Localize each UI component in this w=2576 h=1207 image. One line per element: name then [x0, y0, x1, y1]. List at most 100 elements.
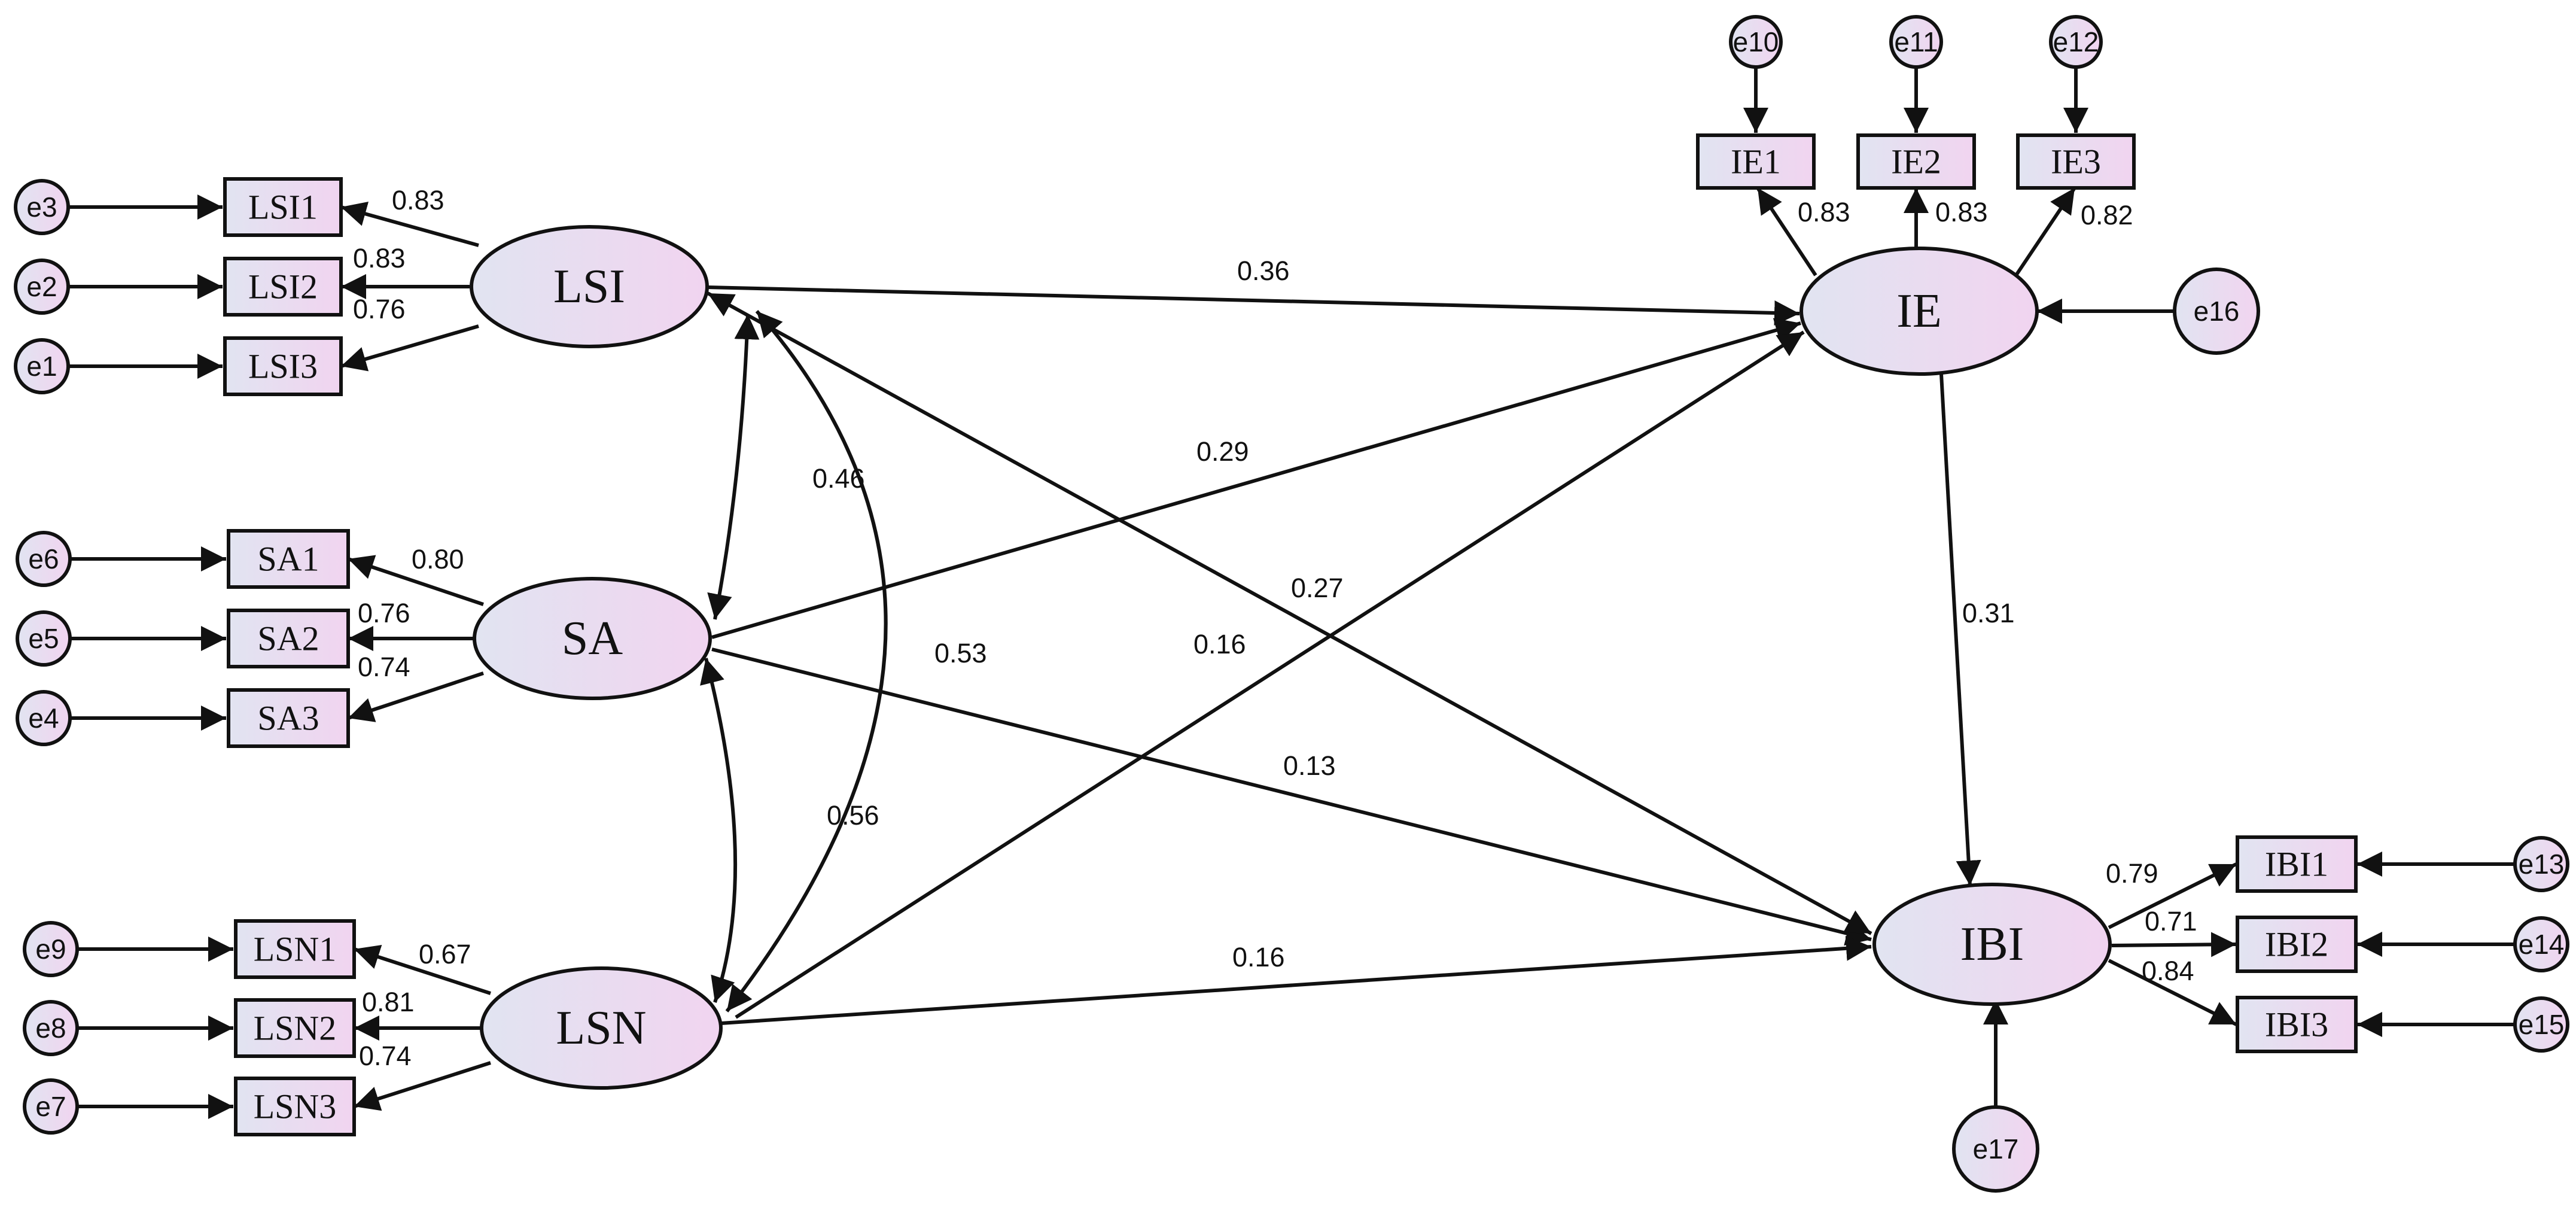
- loading-label-sa1: 0.80: [412, 544, 464, 574]
- path-label-sa-ie: 0.29: [1196, 436, 1249, 467]
- indicator-lsi2-label: LSI2: [248, 267, 318, 306]
- error-e16-label: e16: [2194, 296, 2240, 327]
- path-label-lsi-ibi: 0.27: [1291, 573, 1344, 603]
- nodes-layer: LSI SA LSN IE IBI LSI1 LSI2 LSI3: [14, 15, 2569, 1193]
- indicator-lsi3-label: LSI3: [248, 347, 318, 386]
- indicator-ibi1: IBI1: [2236, 835, 2358, 893]
- error-e10-label: e10: [1733, 26, 1779, 57]
- loading-label-ie3: 0.82: [2081, 200, 2133, 230]
- loading-label-sa2: 0.76: [358, 598, 410, 628]
- indicator-lsi2: LSI2: [223, 257, 343, 317]
- indicator-lsn2: LSN2: [234, 998, 356, 1058]
- error-e5-label: e5: [28, 623, 59, 654]
- path-label-lsn-ibi: 0.16: [1232, 942, 1285, 972]
- error-e8-label: e8: [35, 1013, 66, 1044]
- indicator-ibi1-box: [2236, 835, 2358, 893]
- indicator-ie3: IE3: [2016, 133, 2136, 190]
- loading-lsi-lsi3: [340, 324, 479, 372]
- loading-lsn-lsn3: [354, 1061, 491, 1111]
- loading-label-lsn2: 0.81: [362, 987, 415, 1017]
- indicator-ibi3-box: [2236, 996, 2358, 1053]
- error-e10-circle: [1729, 15, 1783, 69]
- loading-ibi-ibi3: [2108, 959, 2237, 1026]
- indicator-sa3-box: [227, 688, 350, 748]
- loading-ibi-ibi2: [2111, 932, 2237, 957]
- loading-ie-ie1: [1756, 187, 1817, 276]
- indicator-ibi3-label: IBI3: [2265, 1005, 2328, 1044]
- loading-label-ie1: 0.83: [1798, 197, 1850, 227]
- loading-label-lsi1: 0.83: [392, 185, 444, 215]
- error-e4-circle: [16, 690, 72, 746]
- loading-lsn-lsn1: [354, 944, 491, 995]
- path-ie-ibi: [1939, 373, 1981, 886]
- path-sa-ie: [711, 318, 1801, 639]
- error-e1-label: e1: [26, 351, 57, 382]
- path-lsi-ibi: [707, 291, 1872, 935]
- error-e12-label: e12: [2053, 26, 2099, 57]
- indicator-ie1-label: IE1: [1731, 142, 1781, 181]
- path-lsn-ie: [735, 330, 1805, 1019]
- error-e15-label: e15: [2519, 1009, 2565, 1040]
- loading-lsi-lsi1: [340, 202, 479, 247]
- indicator-ibi2-label: IBI2: [2265, 925, 2328, 964]
- indicator-ie1: IE1: [1696, 133, 1816, 190]
- indicator-sa1-label: SA1: [257, 540, 319, 579]
- loading-label-lsn3: 0.74: [359, 1041, 412, 1071]
- error-e7: e7: [23, 1078, 79, 1135]
- latent-lsn-shape: [480, 966, 723, 1090]
- indicator-ie3-box: [2016, 133, 2136, 190]
- error-e16-circle: [2173, 267, 2260, 355]
- indicator-lsn2-label: LSN2: [254, 1009, 337, 1048]
- indicator-lsn3: LSN3: [234, 1077, 356, 1136]
- indicator-lsi3-box: [223, 336, 343, 396]
- indicator-lsi3: LSI3: [223, 336, 343, 396]
- error-e8: e8: [23, 1000, 79, 1056]
- error-e2: e2: [14, 259, 70, 315]
- error-e4-label: e4: [28, 703, 59, 734]
- error-e11-circle: [1889, 15, 1943, 69]
- path-sa-ibi: [711, 647, 1872, 946]
- error-e4: e4: [16, 690, 72, 746]
- latent-sa: SA: [473, 577, 712, 700]
- error-e3-circle: [14, 179, 70, 235]
- indicator-ibi1-label: IBI1: [2265, 845, 2328, 884]
- indicator-ie3-label: IE3: [2051, 142, 2101, 181]
- path-label-lsi-ie: 0.36: [1237, 256, 1290, 286]
- error-e5: e5: [16, 610, 72, 667]
- edges-layer: [69, 66, 2514, 1119]
- error-e2-circle: [14, 259, 70, 315]
- error-e8-circle: [23, 1000, 79, 1056]
- latent-ibi-label: IBI: [1960, 918, 2024, 971]
- latent-sa-shape: [473, 577, 712, 700]
- indicator-ibi3: IBI3: [2236, 996, 2358, 1053]
- error-e13-label: e13: [2519, 849, 2565, 880]
- latent-lsi: LSI: [470, 225, 709, 348]
- indicator-lsi1: LSI1: [223, 177, 343, 237]
- latent-ibi: IBI: [1872, 883, 2112, 1006]
- latent-lsi-label: LSI: [553, 260, 625, 313]
- loading-label-ie2: 0.83: [1935, 197, 1988, 227]
- cov-label-lsi-lsn: 0.53: [934, 638, 987, 668]
- indicator-sa1-box: [227, 529, 350, 589]
- error-e3-label: e3: [26, 191, 57, 223]
- cov-lsi-sa: [707, 314, 760, 620]
- latent-ibi-shape: [1872, 883, 2112, 1006]
- indicator-lsn2-box: [234, 998, 356, 1058]
- indicator-lsi1-label: LSI1: [248, 188, 318, 227]
- indicator-ibi2-box: [2236, 916, 2358, 973]
- latent-ie-shape: [1799, 247, 2039, 376]
- error-e5-circle: [16, 610, 72, 667]
- loading-label-ibi1: 0.79: [2106, 858, 2158, 889]
- path-label-lsn-ie: 0.16: [1193, 629, 1246, 659]
- error-e15: e15: [2513, 996, 2569, 1053]
- error-e15-circle: [2513, 996, 2569, 1053]
- latent-lsn: LSN: [480, 966, 723, 1090]
- indicator-ie1-box: [1696, 133, 1816, 190]
- indicator-sa2: SA2: [227, 609, 350, 668]
- error-e11-label: e11: [1894, 26, 1938, 57]
- error-e1: e1: [14, 338, 70, 394]
- error-e14-label: e14: [2519, 929, 2565, 960]
- loading-label-ibi2: 0.71: [2145, 906, 2197, 937]
- error-e7-label: e7: [35, 1091, 66, 1122]
- coefficients-layer: 0.83 0.83 0.76 0.80 0.76 0.74 0.67 0.81 …: [353, 185, 2197, 1071]
